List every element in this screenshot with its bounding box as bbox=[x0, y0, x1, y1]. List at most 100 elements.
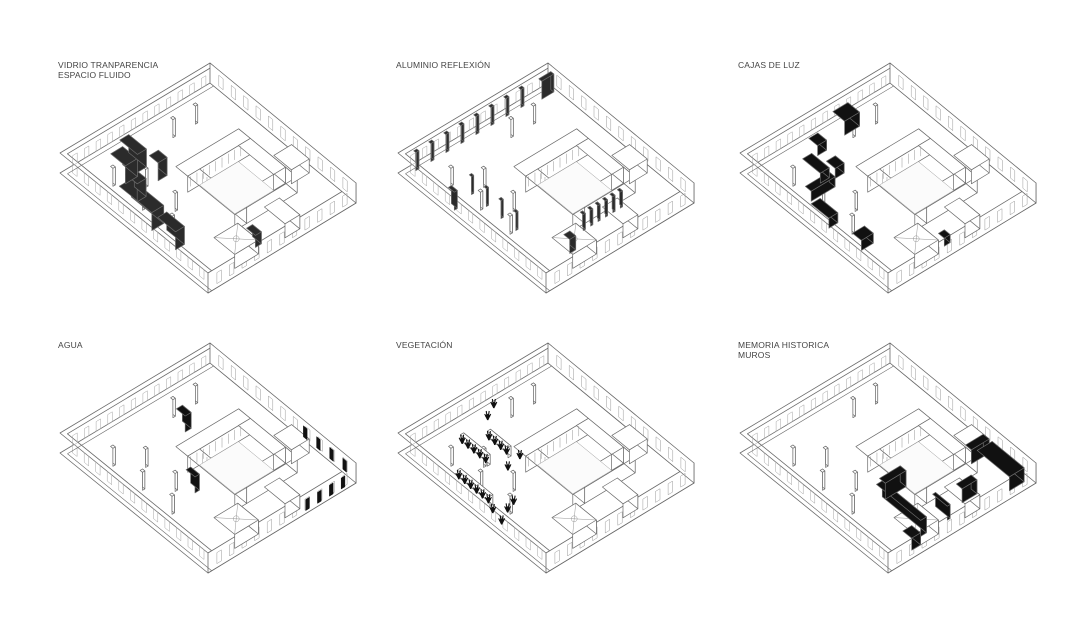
window-opening bbox=[342, 193, 348, 208]
inner-window bbox=[164, 517, 170, 532]
aluminum-fin bbox=[488, 103, 495, 126]
inner-window bbox=[177, 369, 183, 383]
aluminum-fin bbox=[513, 209, 519, 231]
side-room bbox=[602, 477, 639, 519]
highlight-lightboxes bbox=[802, 102, 951, 251]
cloister-ring bbox=[175, 408, 298, 511]
inner-window bbox=[525, 256, 531, 271]
window-opening bbox=[667, 480, 673, 496]
plant bbox=[470, 444, 478, 454]
window-opening bbox=[642, 496, 648, 511]
hall-columns bbox=[110, 382, 199, 515]
inner-window bbox=[201, 355, 207, 369]
inner-window bbox=[83, 452, 89, 467]
aluminum-fin bbox=[483, 185, 489, 207]
panel-memoria-historica: MEMORIA HISTORICA MUROS bbox=[738, 340, 1078, 640]
inner-window bbox=[881, 355, 887, 369]
plant bbox=[484, 410, 492, 421]
inner-edge bbox=[747, 85, 894, 175]
inner-window bbox=[119, 124, 125, 138]
courtyard-floor bbox=[537, 161, 612, 215]
inner-window bbox=[857, 89, 863, 103]
column bbox=[849, 492, 855, 515]
window-opening bbox=[266, 239, 272, 254]
inner-window bbox=[764, 425, 770, 439]
cloister-wing-right bbox=[576, 138, 624, 191]
column bbox=[530, 102, 537, 125]
column bbox=[530, 382, 537, 405]
vault-rib bbox=[234, 223, 238, 255]
window-opening bbox=[581, 95, 587, 111]
glass-partition bbox=[110, 146, 138, 185]
cloister-ring bbox=[513, 408, 636, 511]
courtyard-floor bbox=[199, 161, 274, 215]
inner-window bbox=[199, 545, 205, 560]
inner-window bbox=[410, 442, 416, 457]
window-opening bbox=[554, 549, 560, 564]
inner-window bbox=[177, 89, 183, 103]
column bbox=[192, 382, 199, 405]
window-opening bbox=[680, 473, 686, 488]
inner-window bbox=[421, 452, 427, 467]
inner-edge bbox=[67, 365, 214, 455]
inner-window bbox=[154, 103, 160, 117]
inner-window bbox=[154, 383, 160, 397]
water-panel bbox=[185, 466, 200, 494]
window-opening bbox=[618, 125, 624, 142]
column bbox=[110, 164, 116, 187]
highlight-glass bbox=[110, 134, 262, 251]
window-opening bbox=[948, 395, 954, 411]
inner-window bbox=[141, 218, 147, 233]
side-room bbox=[611, 144, 648, 185]
inner-window bbox=[130, 117, 136, 131]
drawing-root bbox=[59, 342, 357, 574]
caption-line: VEGETACIÓN bbox=[396, 340, 453, 350]
window-opening bbox=[243, 375, 249, 391]
plant-crown bbox=[459, 438, 465, 442]
window-opening bbox=[218, 354, 224, 371]
inner-window bbox=[810, 117, 816, 131]
inner-window bbox=[504, 376, 510, 390]
caption-line: ESPACIO FLUIDO bbox=[58, 70, 131, 80]
window-opening bbox=[946, 239, 952, 254]
inner-window bbox=[72, 152, 78, 166]
vault-room bbox=[213, 502, 259, 549]
plant bbox=[467, 479, 475, 489]
aluminum-fin bbox=[458, 121, 465, 144]
aluminum-fin bbox=[579, 210, 586, 231]
window-opening bbox=[556, 354, 562, 371]
caption-line: VIDRIO TRANPARENCIA bbox=[58, 60, 159, 70]
inner-window bbox=[856, 246, 862, 262]
plant bbox=[458, 434, 466, 444]
inner-window bbox=[444, 190, 450, 205]
plant bbox=[485, 431, 493, 441]
light-box bbox=[808, 132, 827, 156]
plant bbox=[510, 495, 518, 505]
window-opening bbox=[317, 156, 323, 172]
column bbox=[510, 189, 516, 212]
aluminum-fin bbox=[443, 130, 450, 153]
light-box bbox=[832, 102, 860, 136]
window-opening bbox=[342, 176, 348, 193]
highlight-walls bbox=[876, 433, 1025, 551]
plant bbox=[503, 445, 511, 455]
plant-crown bbox=[486, 434, 492, 438]
window-opening bbox=[984, 496, 990, 511]
window-opening bbox=[593, 105, 599, 121]
column bbox=[790, 164, 796, 187]
cloister-ring bbox=[175, 128, 298, 231]
plant bbox=[473, 484, 481, 494]
window-opening bbox=[604, 519, 610, 534]
aluminum-fin bbox=[563, 230, 577, 254]
inner-window bbox=[775, 181, 781, 196]
inner-window bbox=[764, 145, 770, 159]
water-opening bbox=[342, 457, 347, 473]
column bbox=[508, 396, 514, 419]
window-opening bbox=[1022, 176, 1028, 193]
water-opening bbox=[305, 497, 310, 511]
inner-window bbox=[95, 418, 101, 432]
column bbox=[170, 396, 176, 419]
cloister-ring bbox=[855, 128, 978, 231]
plant-crown bbox=[490, 507, 496, 511]
inner-edge bbox=[405, 453, 550, 571]
